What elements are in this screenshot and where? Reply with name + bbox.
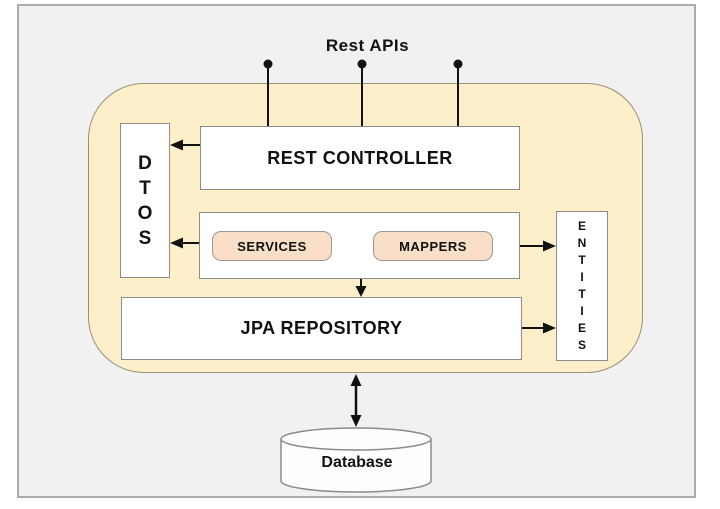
database-label: Database bbox=[321, 454, 393, 471]
node-services: SERVICES bbox=[212, 231, 332, 261]
entities-letter: S bbox=[577, 338, 586, 352]
dtos-letter: S bbox=[138, 227, 152, 249]
entities-letter: T bbox=[578, 287, 586, 301]
services-label: SERVICES bbox=[237, 238, 307, 254]
mappers-label: MAPPERS bbox=[399, 238, 467, 254]
entities-letter: N bbox=[577, 236, 587, 250]
node-mappers: MAPPERS bbox=[373, 231, 493, 261]
rest-apis-label: Rest APIs bbox=[325, 36, 410, 55]
dtos-letter: D bbox=[138, 152, 152, 174]
entities-letter: I bbox=[580, 270, 584, 284]
node-dtos: D T O S bbox=[120, 123, 170, 278]
node-rest-controller: REST CONTROLLER bbox=[200, 126, 520, 190]
entities-letter: E bbox=[577, 219, 586, 233]
jpa-repository-label: JPA REPOSITORY bbox=[240, 318, 403, 338]
node-entities: E N T I T I E S bbox=[556, 211, 608, 361]
dtos-letter: T bbox=[139, 177, 151, 199]
entities-letter: T bbox=[578, 253, 586, 267]
node-jpa-repository: JPA REPOSITORY bbox=[121, 297, 522, 360]
dtos-letter: O bbox=[137, 202, 153, 224]
entities-letter: I bbox=[580, 304, 584, 318]
entities-letter: E bbox=[577, 321, 586, 335]
rest-controller-label: REST CONTROLLER bbox=[267, 147, 453, 168]
